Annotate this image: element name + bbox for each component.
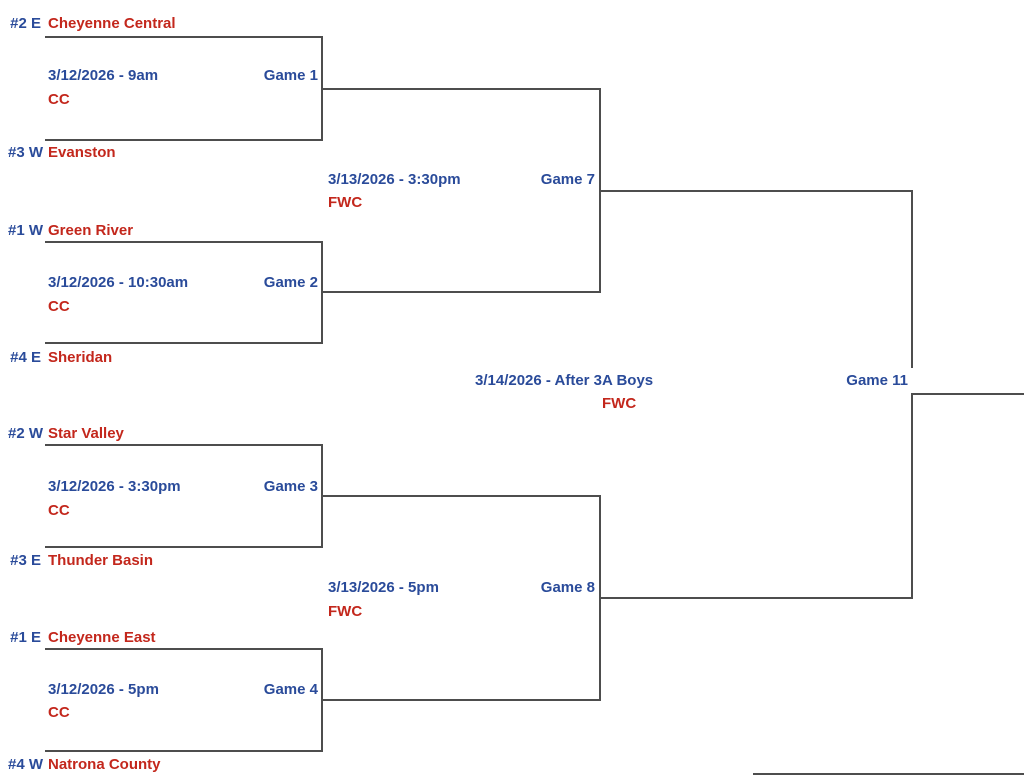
game1-winner-line [321, 88, 601, 90]
game-label: Game 11 [846, 372, 908, 389]
game-venue: FWC [328, 603, 363, 620]
team-row: #1 W Green River [8, 223, 133, 238]
team-name: Sheridan [48, 349, 113, 366]
game-venue: CC [48, 502, 70, 519]
game-label: Game 1 [263, 67, 318, 84]
team-row: #2 E Cheyenne Central [8, 15, 176, 32]
team-name: Cheyenne East [48, 629, 156, 646]
team-seed: #4 W [8, 756, 44, 773]
game-datetime: 3/14/2026 - After 3A Boys [475, 372, 654, 389]
game7-winner-line [599, 190, 913, 192]
game4-bottom-line [45, 750, 323, 752]
game-datetime: 3/13/2026 - 3:30pm [328, 171, 461, 188]
game-datetime: 3/12/2026 - 5pm [48, 681, 159, 698]
team-row: #4 W Natrona County [8, 757, 161, 772]
game1-bottom-line [45, 139, 323, 141]
team-row: #1 E Cheyenne East [8, 629, 156, 646]
team-name: Green River [48, 222, 134, 239]
team-seed: #1 W [8, 222, 44, 239]
game-label: Game 4 [263, 681, 318, 698]
game3-top-line [45, 444, 323, 446]
game4-winner-line [321, 699, 601, 701]
bottom-partial-line [753, 773, 1024, 775]
team-name: Cheyenne Central [48, 15, 176, 32]
game-datetime: 3/12/2026 - 10:30am [48, 274, 189, 291]
game-label: Game 7 [540, 171, 595, 188]
team-row: #2 W Star Valley [8, 426, 124, 441]
game-label: Game 8 [540, 579, 595, 596]
team-name: Thunder Basin [48, 552, 154, 569]
game2-top-line [45, 241, 323, 243]
team-seed: #2 E [10, 15, 41, 32]
game-datetime: 3/13/2026 - 5pm [328, 579, 439, 596]
team-seed: #3 E [10, 552, 41, 569]
team-row: #3 W Evanston [8, 145, 116, 160]
game8-winner-line [599, 597, 913, 599]
game-datetime: 3/12/2026 - 3:30pm [48, 478, 181, 495]
game-venue: FWC [328, 194, 363, 211]
game-venue: FWC [602, 395, 637, 412]
team-seed: #4 E [10, 349, 41, 366]
game11-winner-line [911, 393, 1024, 395]
game11-connector-upper-line [911, 190, 913, 368]
team-row: #4 E Sheridan [8, 350, 112, 365]
game-venue: CC [48, 91, 70, 108]
game2-bottom-line [45, 342, 323, 344]
team-name: Star Valley [48, 425, 124, 442]
game-venue: CC [48, 298, 70, 315]
game4-top-line [45, 648, 323, 650]
game-label: Game 3 [263, 478, 318, 495]
game-datetime: 3/12/2026 - 9am [48, 67, 159, 84]
team-seed: #1 E [10, 629, 41, 646]
game1-top-line [45, 36, 323, 38]
team-name: Natrona County [48, 756, 161, 773]
team-seed: #2 W [8, 425, 44, 442]
game-venue: CC [48, 704, 70, 721]
game-label: Game 2 [263, 274, 318, 291]
game3-winner-line [321, 495, 601, 497]
game11-connector-lower-line [911, 393, 913, 599]
game2-winner-line [321, 291, 601, 293]
game3-bottom-line [45, 546, 323, 548]
team-seed: #3 W [8, 144, 44, 161]
team-name: Evanston [48, 144, 116, 161]
team-row: #3 E Thunder Basin [8, 553, 153, 568]
